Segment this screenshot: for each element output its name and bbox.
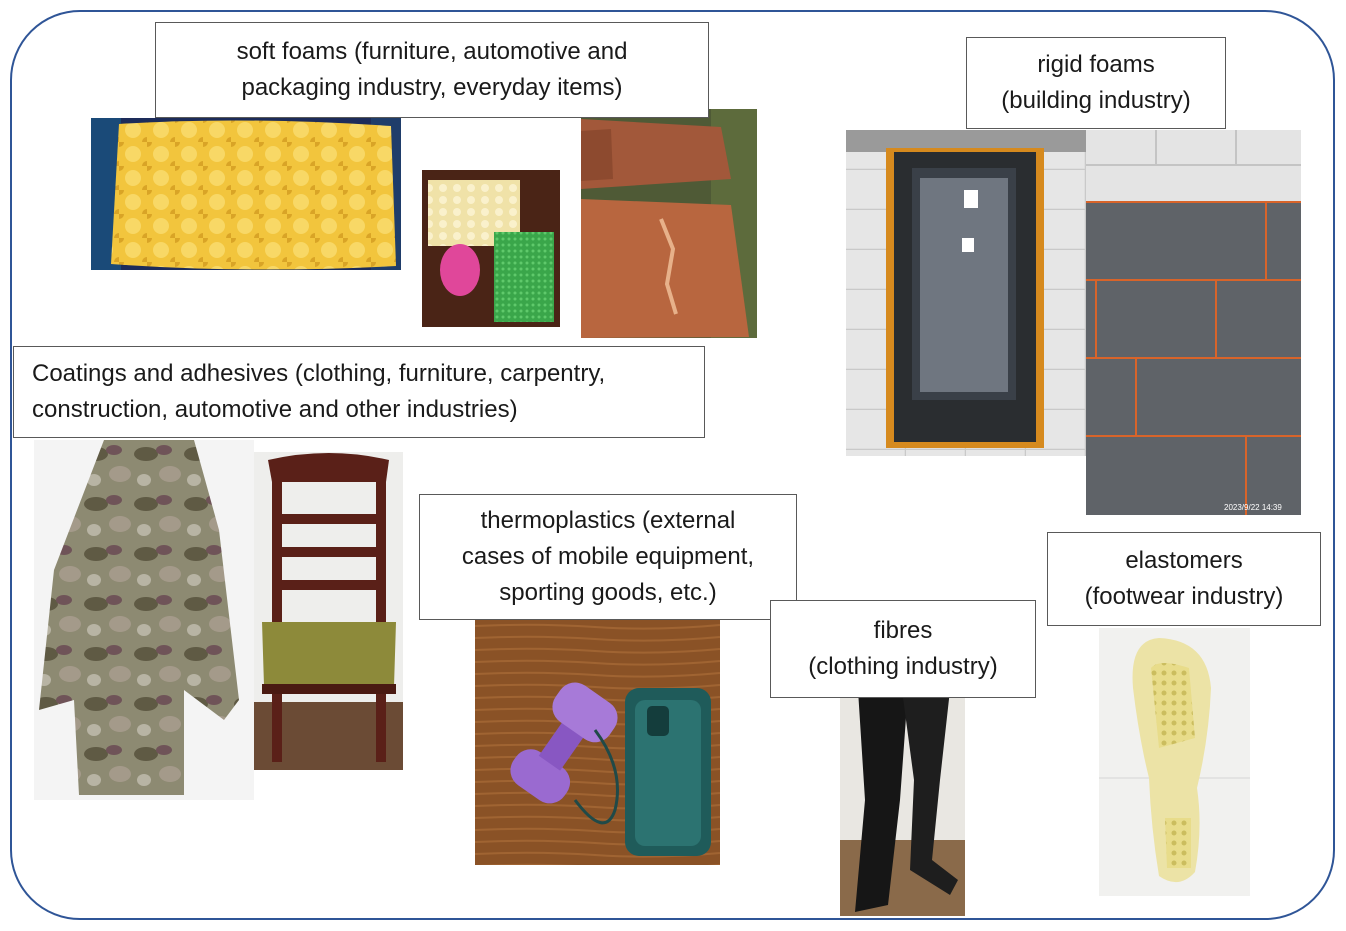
photo-timestamp: 2023/9/22 14:39: [1224, 503, 1282, 512]
label-rigid-foams: rigid foams (building industry): [966, 37, 1226, 129]
label-coatings-line-2: construction, automotive and other indus…: [32, 396, 518, 423]
label-soft-foams-line-2: packaging industry, everyday items): [241, 74, 623, 101]
photo-foam-pillow: [91, 118, 401, 270]
label-rigid-foams-line-2: (building industry): [1001, 87, 1191, 114]
label-thermoplastics: thermoplastics (external cases of mobile…: [419, 494, 797, 620]
photo-shoe-sole: [1099, 628, 1250, 896]
rounded-frame: [10, 10, 1335, 920]
label-fibres: fibres (clothing industry): [770, 600, 1036, 698]
label-fibres-line-1: fibres: [873, 617, 933, 644]
label-coatings-line-1: Coatings and adhesives (clothing, furnit…: [32, 360, 606, 387]
photo-dumbbell-phone-case: [475, 620, 720, 865]
photo-camouflage-jacket: [34, 440, 254, 800]
label-fibres-line-2: (clothing industry): [808, 653, 998, 680]
photo-black-tights: [840, 690, 965, 916]
label-rigid-foams-line-1: rigid foams: [1037, 51, 1155, 78]
label-elastomers-line-1: elastomers: [1125, 547, 1243, 574]
photo-wooden-chair: [254, 452, 403, 770]
label-elastomers-line-2: (footwear industry): [1084, 583, 1284, 610]
label-soft-foams-line-1: soft foams (furniture, automotive and: [236, 38, 628, 65]
label-soft-foams: soft foams (furniture, automotive and pa…: [155, 22, 709, 118]
label-thermoplastics-line-3: sporting goods, etc.): [499, 579, 717, 606]
photo-sponges: [422, 170, 560, 327]
label-thermoplastics-line-1: thermoplastics (external: [480, 507, 736, 534]
photo-leather-sofa: [581, 109, 757, 338]
photo-block-wall: 2023/9/22 14:39: [1086, 130, 1301, 515]
label-thermoplastics-line-2: cases of mobile equipment,: [461, 543, 755, 570]
label-elastomers: elastomers (footwear industry): [1047, 532, 1321, 626]
label-coatings-adhesives: Coatings and adhesives (clothing, furnit…: [13, 346, 705, 438]
photo-window-installation: [846, 130, 1090, 456]
